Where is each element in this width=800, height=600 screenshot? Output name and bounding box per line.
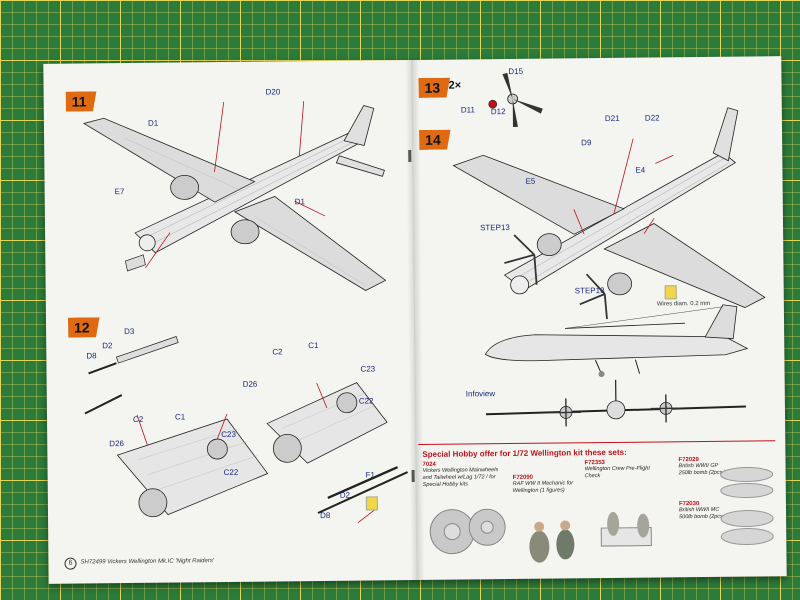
product-7024: 7024 Vickers Wellington Mainwheels and T… (422, 461, 502, 489)
mechanic-figures-photo (529, 520, 575, 563)
label-c22: C22 (358, 396, 374, 406)
label-c23: C23 (221, 429, 236, 440)
label-d8: D8 (319, 510, 331, 521)
label-c2: C2 (272, 347, 283, 357)
label-step13: STEP13 (574, 286, 605, 296)
product-description: Vickers Wellington Mainwheels and Tailwh… (422, 467, 499, 488)
step-12-nacelle-drawing (84, 336, 409, 523)
step-11-aircraft-drawing (82, 101, 387, 291)
label-d2: D2 (339, 490, 351, 500)
label-d1: D1 (294, 197, 306, 207)
label-e7: E7 (114, 187, 125, 197)
label-e4: E4 (635, 165, 646, 175)
product-description: RAF WW II Mechanic for Wellington (1 fig… (512, 480, 574, 494)
product-f72353: F72353 Wellington Crew Pre-Flight Check (584, 459, 654, 480)
wheels-photo (429, 508, 506, 555)
label-d26: D26 (109, 439, 125, 449)
label-d15: D15 (508, 66, 524, 77)
step-14-aircraft-drawing (452, 107, 766, 320)
label-f1: F1 (365, 470, 376, 480)
label-d8: D8 (86, 351, 97, 361)
instruction-booklet: 11 D20 (43, 56, 787, 584)
label-c23: C23 (360, 364, 376, 374)
label-d20: D20 (265, 87, 281, 97)
product-description: Wellington Crew Pre-Flight Check (584, 465, 650, 480)
label-d2: D2 (102, 341, 113, 351)
label-c22: C22 (223, 467, 239, 478)
offer-title: Special Hobby offer for 1/72 Wellington … (422, 447, 627, 459)
page-number: 6 (64, 557, 77, 570)
label-c1: C1 (174, 412, 186, 422)
product-f72090: F72090 RAF WW II Mechanic for Wellington… (513, 474, 581, 495)
propeller-drawing (488, 73, 543, 127)
left-page: 11 D20 (43, 60, 418, 584)
label-d9: D9 (581, 138, 592, 148)
warning-symbol (365, 496, 378, 511)
bombs-photo (720, 467, 774, 546)
footer-title: SH72499 Vickers Wellington Mk.IC 'Night … (80, 558, 215, 566)
label-c1: C1 (308, 341, 319, 351)
label-d22: D22 (644, 113, 660, 123)
label-d1: D1 (147, 118, 159, 128)
label-d3: D3 (124, 326, 135, 337)
crew-figures-photo (600, 511, 652, 547)
label-d21: D21 (604, 113, 620, 124)
label-step13: STEP13 (479, 223, 510, 233)
label-c2: C2 (132, 414, 144, 424)
offer-divider (418, 440, 776, 445)
infoview-front-drawing (485, 379, 746, 427)
label-d26: D26 (242, 379, 258, 389)
side-view-drawing (484, 304, 749, 378)
label-e5: E5 (525, 176, 536, 186)
right-page: 13 2× D15 D11 D12 14 (412, 56, 786, 580)
